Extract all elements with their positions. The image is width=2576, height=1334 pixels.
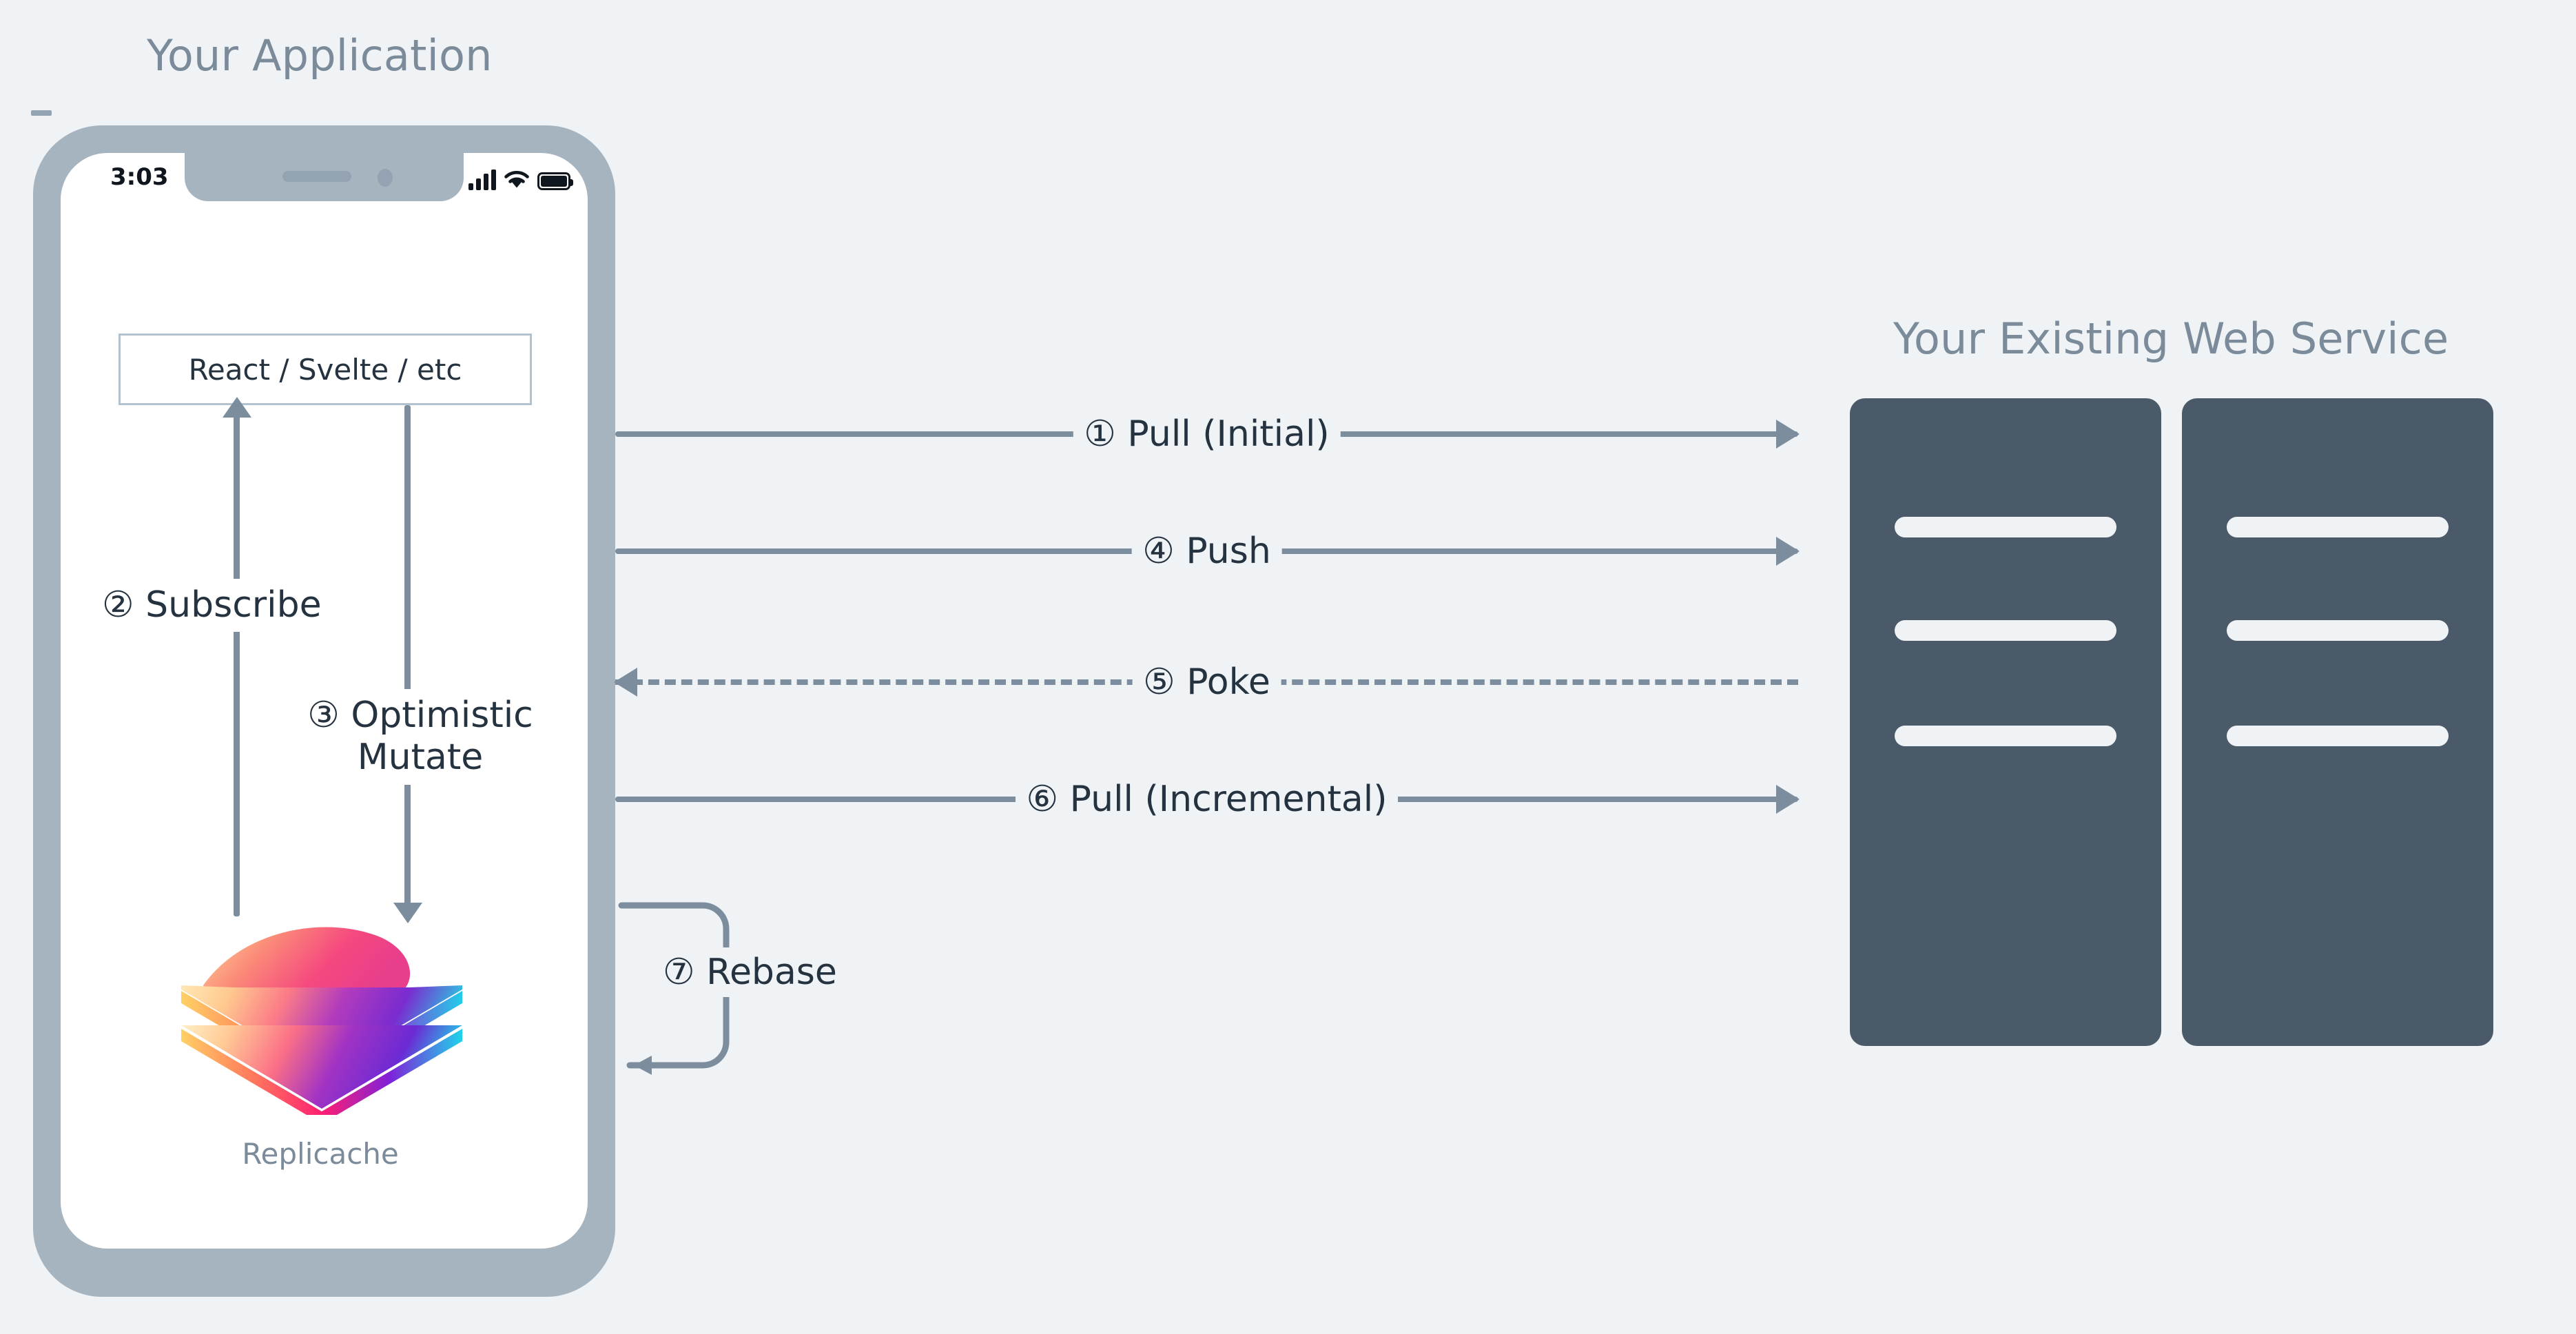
wifi-icon	[504, 170, 529, 190]
step-3-optimistic-mutate-label: ③ Optimistic Mutate	[269, 689, 572, 785]
flow-label-pull-incremental: ⑥ Pull (Incremental)	[1015, 774, 1399, 824]
step-3-line-1: ③ Optimistic	[307, 695, 533, 736]
server-slot	[2227, 726, 2449, 746]
signal-bars-icon	[468, 170, 496, 190]
server-rack-1	[1850, 398, 2161, 1046]
flow-row-pull-incremental: ⑥ Pull (Incremental)	[615, 774, 1800, 824]
server-rack-2	[2182, 398, 2493, 1046]
arrow-head-right-icon	[1776, 537, 1800, 566]
battery-icon	[537, 172, 573, 190]
arrow-head-right-icon	[1776, 420, 1800, 449]
step-3-line-2: Mutate	[357, 737, 484, 779]
application-section-title: Your Application	[147, 30, 493, 81]
status-bar-icons	[468, 164, 573, 190]
speaker-grille-icon	[282, 171, 351, 182]
flow-row-pull-initial: ① Pull (Initial)	[615, 409, 1800, 459]
replicache-caption: Replicache	[242, 1137, 399, 1171]
subscribe-arrow-head	[223, 397, 251, 418]
server-slot	[2227, 620, 2449, 641]
step-7-rebase-label: ⑦ Rebase	[656, 947, 844, 997]
replicache-layers-logo	[176, 908, 465, 1124]
flow-label-push: ④ Push	[1131, 526, 1282, 576]
web-service-section-title: Your Existing Web Service	[1893, 314, 2449, 364]
front-camera-icon	[378, 169, 393, 187]
decorative-dash	[31, 110, 52, 116]
flow-row-push: ④ Push	[615, 526, 1800, 576]
server-slot	[2227, 517, 2449, 537]
server-slot	[1895, 517, 2116, 537]
step-2-subscribe-label: ② Subscribe	[96, 579, 327, 633]
mutate-arrow-head	[393, 903, 422, 923]
status-bar-time: 3:03	[110, 163, 169, 191]
flow-label-poke: ⑤ Poke	[1132, 657, 1281, 707]
arrow-head-right-icon	[1776, 785, 1800, 814]
server-slot	[1895, 726, 2116, 746]
mutate-arrow-shaft	[404, 405, 411, 914]
server-slot	[1895, 620, 2116, 641]
arrow-head-left-icon	[614, 668, 637, 697]
flow-row-poke: ⑤ Poke	[614, 657, 1798, 707]
framework-box: React / Svelte / etc	[119, 334, 532, 405]
flow-label-pull-initial: ① Pull (Initial)	[1073, 409, 1341, 459]
subscribe-arrow-shaft	[234, 413, 240, 916]
framework-box-label: React / Svelte / etc	[188, 352, 462, 387]
